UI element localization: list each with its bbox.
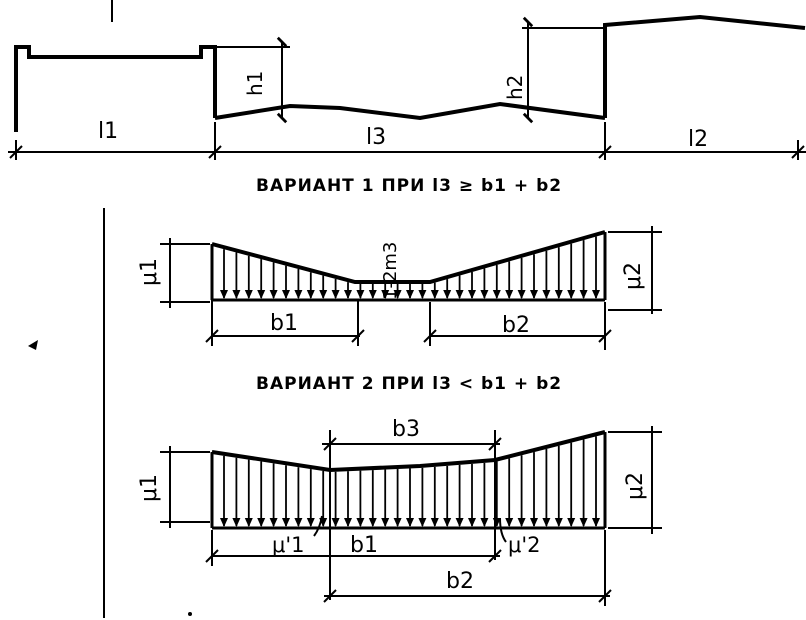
variant1-caption: ВАРИАНТ 1 ПРИ l3 ≥ b1 + b2 [256,176,562,196]
v1-mu2-label: μ2 [621,262,646,290]
load-arrow-head [505,290,514,299]
l3-label: l3 [366,125,386,150]
load-arrow-head [356,518,365,527]
load-arrow-head [294,518,303,527]
v2-mu1-label: μ1 [137,474,162,502]
load-arrow-head [443,518,452,527]
load-arrow-head [592,290,600,299]
load-arrow-head [331,290,340,299]
load-arrow-head [430,290,439,299]
load-arrow-head [393,518,402,527]
variant2-load-envelope [211,430,606,473]
load-arrow-head [244,518,253,527]
valley-roof-outline [214,101,606,121]
load-arrow-head [468,518,476,527]
load-arrow-head [592,518,600,527]
load-arrow-head [294,290,303,299]
load-arrow-head [418,290,427,299]
load-arrow-head [455,290,464,299]
load-arrow-head [344,518,352,527]
load-arrow-head [269,290,278,299]
load-arrow-head [368,518,377,527]
load-arrow-head [381,518,390,527]
v1-mid-label: 1-2m3 [380,242,401,300]
variant1-load-envelope [211,230,606,284]
v1-b1-label: b1 [270,311,298,336]
variant2-load-diagram: b3 μ1 μ2 b1 μ'1 μ'2 b2 [137,417,662,606]
load-arrow-head [517,290,526,299]
building-profile: h1 h2 l1 l3 l2 [8,14,806,160]
variant1-load-arrows [220,236,600,299]
load-arrow-head [406,518,414,527]
load-arrow-head [530,518,538,527]
load-arrow-head [455,518,464,527]
v2-mu1p-label: μ'1 [272,533,305,557]
load-arrow-head [220,290,228,299]
load-arrow-head [492,290,501,299]
load-arrow-head [306,518,315,527]
load-arrow-head [381,290,390,299]
load-arrow-head [232,290,241,299]
load-arrow-head [257,518,266,527]
load-arrow-head [567,290,576,299]
load-arrow-head [406,290,414,299]
load-arrow-head [282,518,290,527]
load-arrow-head [257,290,266,299]
load-arrow-head [542,518,551,527]
v2-mu2-label: μ2 [623,472,648,500]
load-arrow-head [554,518,563,527]
load-arrow-head [430,518,439,527]
v2-mu2p-label: μ'2 [508,533,541,557]
load-arrow-head [331,518,340,527]
load-arrow-head [468,290,476,299]
load-arrow-head [356,290,365,299]
v1-mu1-label: μ1 [137,258,162,286]
l1-label: l1 [98,119,118,144]
load-arrow-head [232,518,241,527]
h1-label: h1 [243,71,267,96]
load-arrow-head [306,290,315,299]
load-arrow-head [344,290,352,299]
load-arrow-head [530,290,538,299]
variant1-load-diagram: μ1 μ2 1-2m3 b1 b2 [137,226,662,350]
variant2-caption: ВАРИАНТ 2 ПРИ l3 < b1 + b2 [256,374,562,394]
v2-b2-label: b2 [446,569,474,594]
load-arrow-head [269,518,278,527]
load-arrow-head [554,290,563,299]
right-building-outline [603,14,806,118]
v2-b1-label: b1 [350,533,378,558]
load-arrow-head [319,290,328,299]
load-arrow-head [418,518,427,527]
l2-label: l2 [688,127,708,152]
load-arrow-head [368,290,377,299]
load-arrow-head [542,290,551,299]
load-arrow-head [443,290,452,299]
load-arrow-head [579,290,588,299]
load-arrow-head [517,518,526,527]
load-arrow-head [480,518,489,527]
left-building-outline [14,45,217,132]
load-arrow-head [579,518,588,527]
v2-b3-label: b3 [392,417,420,442]
v1-b2-label: b2 [502,313,530,338]
load-arrow-head [282,290,290,299]
h2-label: h2 [503,75,527,100]
load-arrow-head [244,290,253,299]
load-arrow-head [505,518,514,527]
load-arrow-head [220,518,228,527]
load-arrow-head [567,518,576,527]
load-arrow-head [480,290,489,299]
variant2-load-arrows [220,436,600,527]
stray-dot [188,612,192,616]
load-arrow-head [393,290,402,299]
stray-mark [28,340,38,350]
